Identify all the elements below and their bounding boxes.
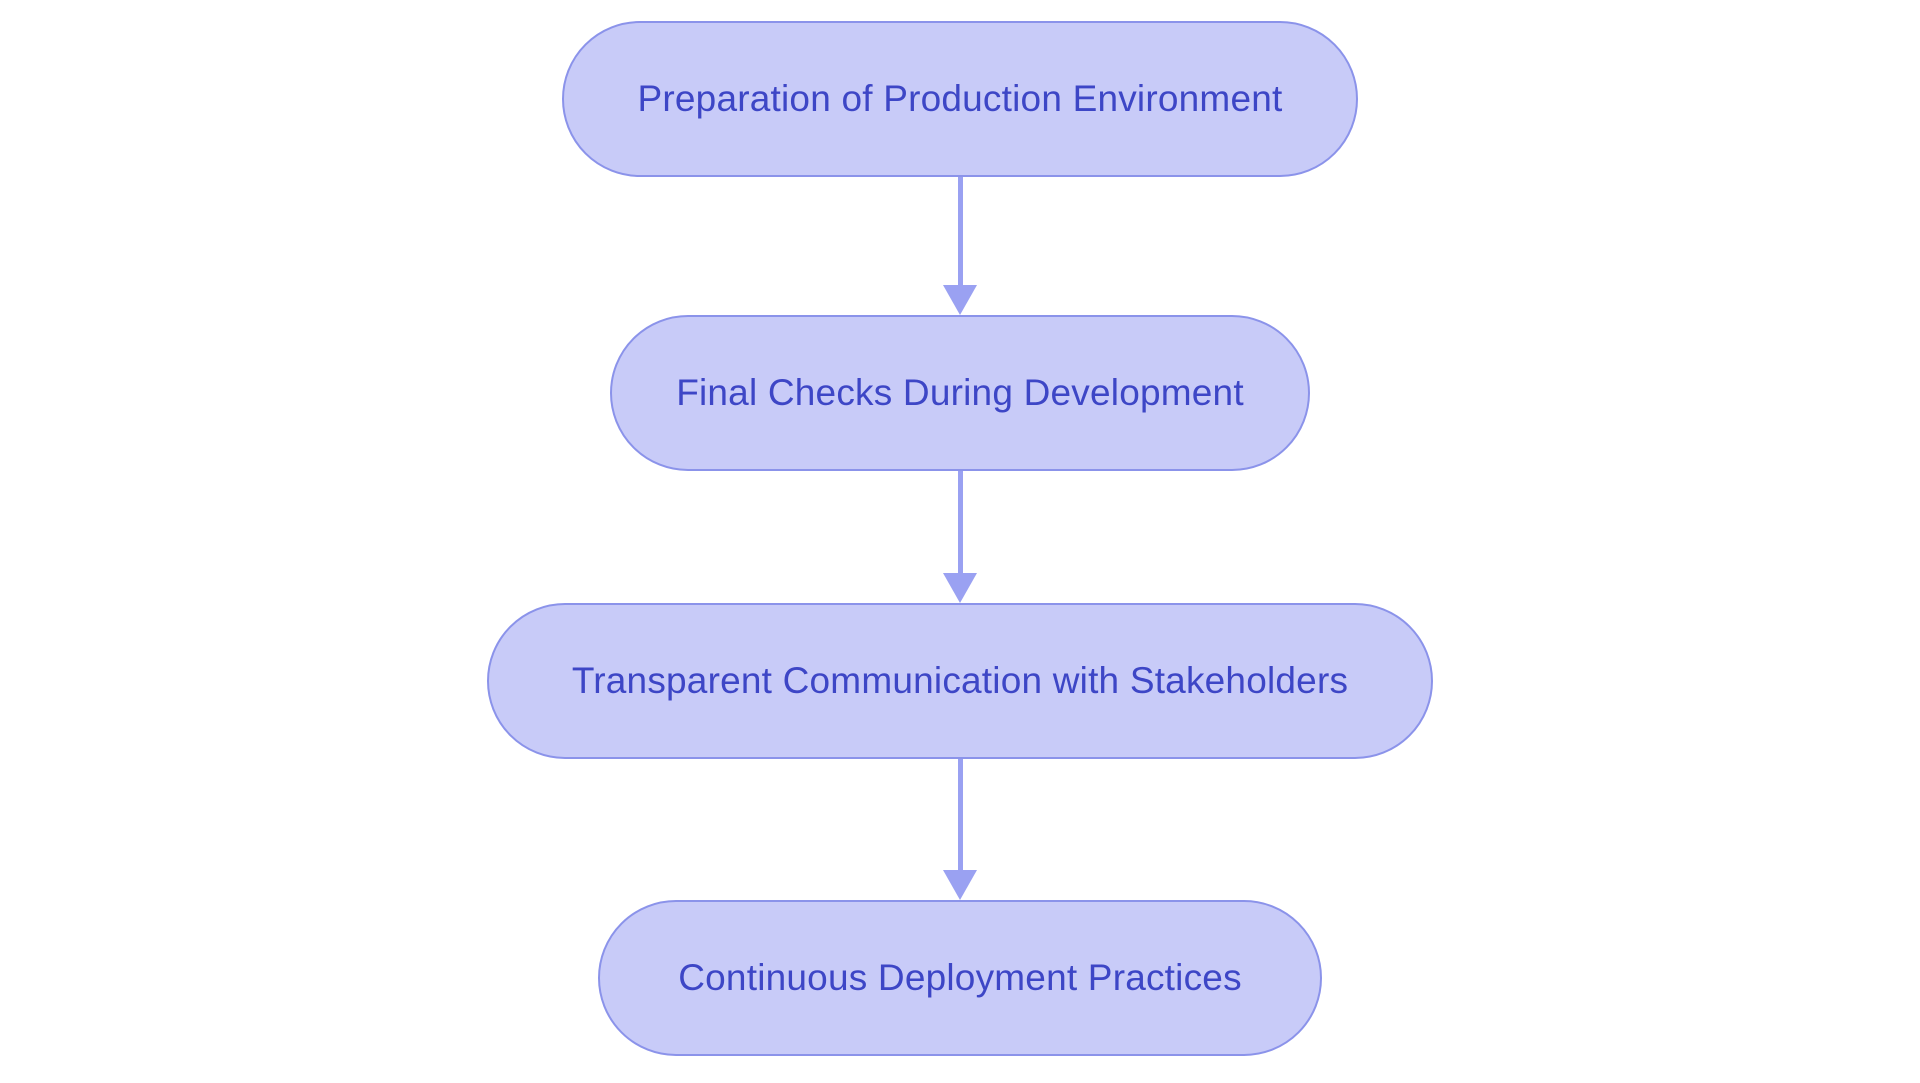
node-label: Transparent Communication with Stakehold… bbox=[571, 660, 1349, 701]
node-label: Preparation of Production Environment bbox=[637, 78, 1283, 119]
flow-arrow-1 bbox=[943, 177, 977, 315]
flow-arrow-3 bbox=[943, 759, 977, 900]
node-label: Continuous Deployment Practices bbox=[678, 957, 1242, 998]
node-label: Final Checks During Development bbox=[676, 372, 1244, 413]
flow-arrow-2 bbox=[943, 471, 977, 603]
arrow-head-down-icon bbox=[943, 573, 977, 603]
arrow-line bbox=[957, 177, 963, 285]
arrow-head-down-icon bbox=[943, 285, 977, 315]
node-final-checks-during-development: Final Checks During Development bbox=[610, 315, 1310, 471]
arrow-line bbox=[957, 471, 963, 573]
node-transparent-communication-with-stakeholders: Transparent Communication with Stakehold… bbox=[487, 603, 1433, 759]
node-preparation-of-production-environment: Preparation of Production Environment bbox=[562, 21, 1358, 177]
node-continuous-deployment-practices: Continuous Deployment Practices bbox=[598, 900, 1322, 1056]
arrow-head-down-icon bbox=[943, 870, 977, 900]
arrow-line bbox=[957, 759, 963, 870]
